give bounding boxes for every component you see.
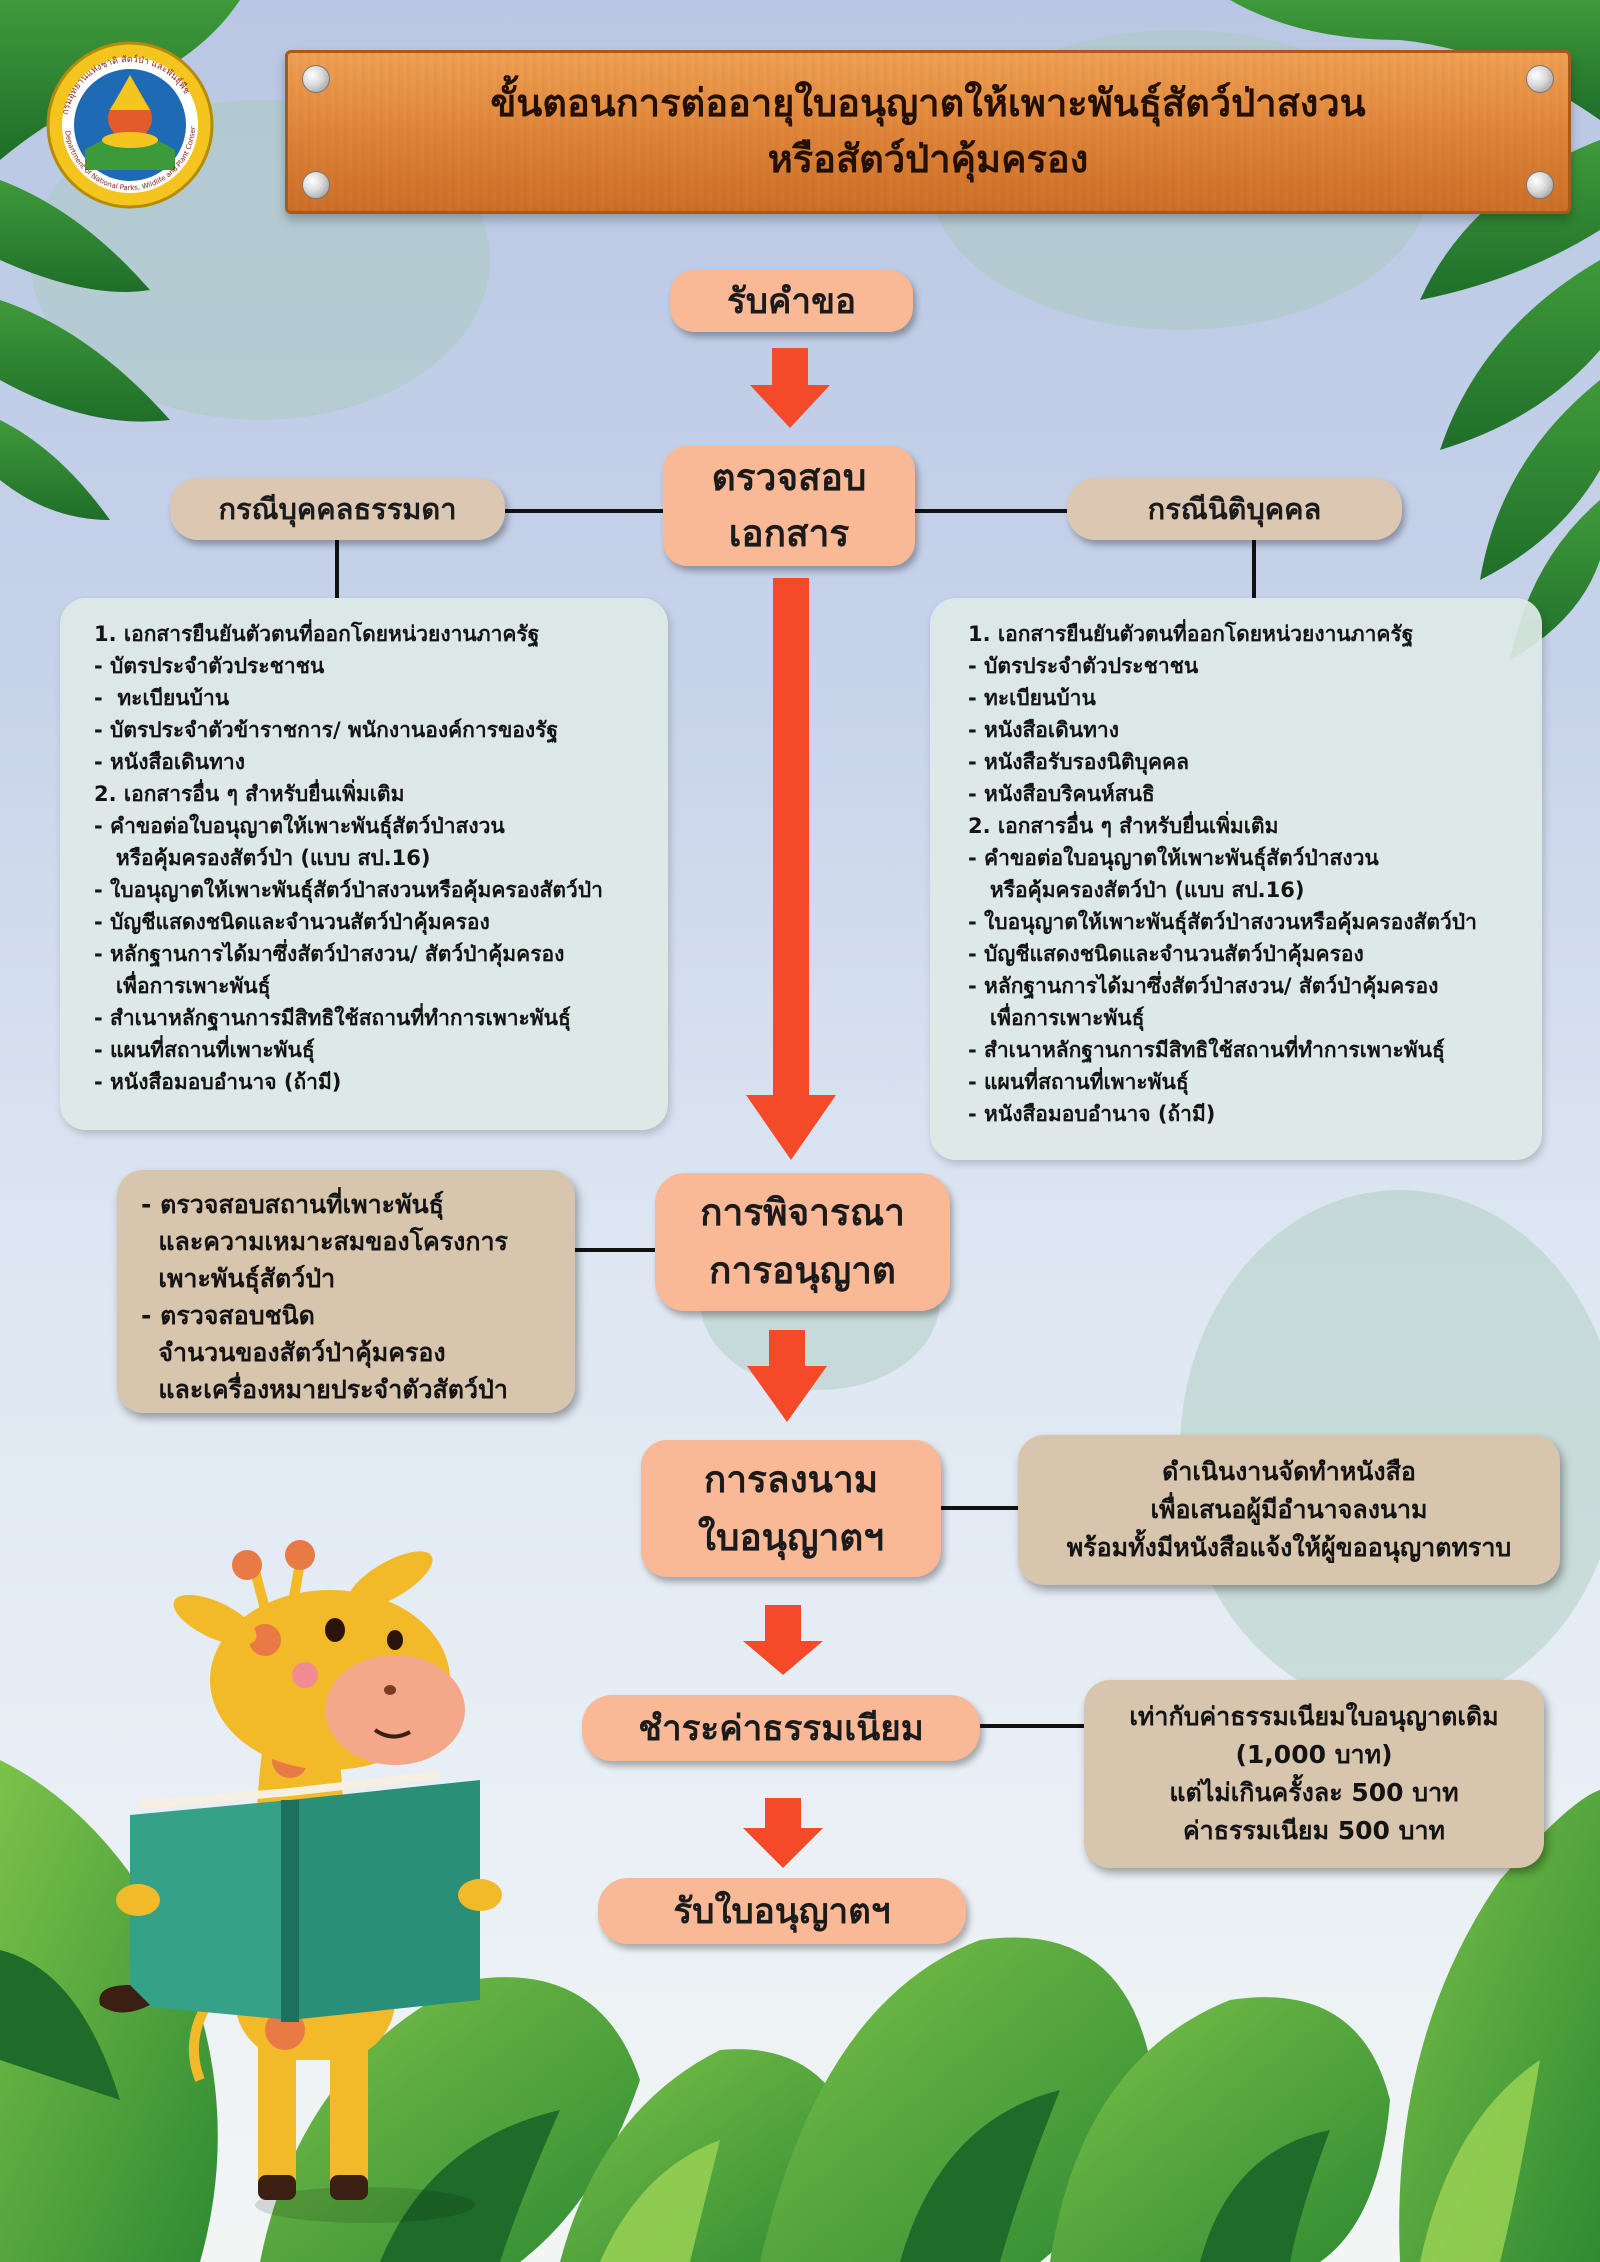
arrow-down-icon: [743, 1605, 823, 1675]
document-list-item: 1. เอกสารยืนยันตัวตนที่ออกโดยหน่วยงานภาค…: [968, 622, 1414, 646]
step-consideration: การพิจารณา การอนุญาต: [655, 1173, 950, 1311]
step-label: รับคำขอ: [726, 281, 857, 322]
signing-detail-box: ดำเนินงานจัดทำหนังสือเพื่อเสนอผู้มีอำนาจ…: [1018, 1435, 1560, 1585]
step-label-line1: การลงนาม: [703, 1457, 879, 1501]
consideration-detail-line: และเครื่องหมายประจำตัวสัตว์ป่า: [141, 1375, 508, 1404]
consideration-detail-box: - ตรวจสอบสถานที่เพาะพันธุ์ และความเหมาะส…: [117, 1170, 575, 1413]
step-check-documents: ตรวจสอบ เอกสาร: [663, 446, 915, 566]
department-seal-logo: กรมอุทยานแห่งชาติ สัตว์ป่า และพันธุ์พืช …: [45, 40, 214, 209]
connector-line: [1252, 540, 1256, 598]
document-list-item: หรือคุ้มครองสัตว์ป่า (แบบ สป.16): [94, 846, 431, 870]
document-list-item: 2. เอกสารอื่น ๆ สำหรับยื่นเพิ่มเติม: [968, 814, 1279, 838]
document-list-item: - บัญชีแสดงชนิดและจำนวนสัตว์ป่าคุ้มครอง: [968, 942, 1364, 966]
page-title-line1: ขั้นตอนการต่ออายุใบอนุญาตให้เพาะพันธุ์สั…: [490, 81, 1366, 125]
document-list-item: - หนังสือเดินทาง: [968, 718, 1119, 742]
consideration-detail-line: - ตรวจสอบสถานที่เพาะพันธุ์: [141, 1190, 444, 1219]
document-list-item: 2. เอกสารอื่น ๆ สำหรับยื่นเพิ่มเติม: [94, 782, 405, 806]
connector-line: [915, 509, 1067, 513]
juristic-documents-list: 1. เอกสารยืนยันตัวตนที่ออกโดยหน่วยงานภาค…: [930, 598, 1542, 1160]
document-list-item: - บัตรประจำตัวประชาชน: [94, 654, 325, 678]
fee-detail-line: ค่าธรรมเนียม 500 บาท: [1182, 1816, 1446, 1845]
document-list-item: - บัตรประจำตัวประชาชน: [968, 654, 1199, 678]
step-label: รับใบอนุญาตฯ: [673, 1891, 891, 1932]
document-list-item: เพื่อการเพาะพันธุ์: [968, 1006, 1145, 1030]
fee-detail-box: เท่ากับค่าธรรมเนียมใบอนุญาตเดิม (1,000 บา…: [1084, 1680, 1544, 1868]
case-label-text: กรณีบุคคลธรรมดา: [218, 492, 457, 526]
fee-detail-line: แต่ไม่เกินครั้งละ 500 บาท: [1169, 1778, 1459, 1807]
arrow-down-icon: [746, 578, 836, 1160]
document-list-item: - บัตรประจำตัวข้าราชการ/ พนักงานองค์การข…: [94, 718, 559, 742]
document-list-item: - สำเนาหลักฐานการมีสิทธิใช้สถานที่ทำการเ…: [968, 1038, 1445, 1062]
page-title: ขั้นตอนการต่ออายุใบอนุญาตให้เพาะพันธุ์สั…: [288, 75, 1568, 187]
nail-icon: [1526, 65, 1554, 93]
nail-icon: [302, 171, 330, 199]
step-receive-request: รับคำขอ: [670, 270, 913, 332]
step-label-line1: ตรวจสอบ: [711, 456, 867, 499]
connector-line: [940, 1506, 1020, 1510]
connector-line: [505, 509, 665, 513]
connector-line: [980, 1724, 1084, 1728]
step-label-line2: เอกสาร: [728, 512, 850, 555]
fee-detail-line: เท่ากับค่าธรรมเนียมใบอนุญาตเดิม: [1129, 1702, 1499, 1731]
fee-detail-line: (1,000 บาท): [1235, 1740, 1393, 1769]
document-list-item: - หลักฐานการได้มาซึ่งสัตว์ป่าสงวน/ สัตว์…: [94, 942, 565, 966]
step-label: ชำระค่าธรรมเนียม: [638, 1708, 924, 1749]
individual-documents-list: 1. เอกสารยืนยันตัวตนที่ออกโดยหน่วยงานภาค…: [60, 598, 668, 1130]
document-list-item: - หนังสือเดินทาง: [94, 750, 245, 774]
signing-detail-line: พร้อมทั้งมีหนังสือแจ้งให้ผู้ขออนุญาตทราบ: [1066, 1533, 1512, 1562]
document-list-item: - หนังสือมอบอำนาจ (ถ้ามี): [968, 1102, 1216, 1126]
step-label-line2: การอนุญาต: [709, 1249, 896, 1292]
consideration-detail-line: เพาะพันธุ์สัตว์ป่า: [141, 1264, 336, 1293]
document-list-item: - หลักฐานการได้มาซึ่งสัตว์ป่าสงวน/ สัตว์…: [968, 974, 1439, 998]
document-list-item: เพื่อการเพาะพันธุ์: [94, 974, 271, 998]
arrow-down-icon: [747, 1330, 827, 1422]
document-list-item: - หนังสือบริคนห์สนธิ: [968, 782, 1155, 806]
step-pay-fee: ชำระค่าธรรมเนียม: [582, 1695, 980, 1761]
document-list-item: - หนังสือรับรองนิติบุคคล: [968, 750, 1189, 774]
case-label-text: กรณีนิติบุคคล: [1147, 492, 1322, 526]
document-list-item: - แผนที่สถานที่เพาะพันธุ์: [94, 1038, 315, 1062]
document-list-item: 1. เอกสารยืนยันตัวตนที่ออกโดยหน่วยงานภาค…: [94, 622, 540, 646]
nail-icon: [1526, 171, 1554, 199]
consideration-detail-line: จำนวนของสัตว์ป่าคุ้มครอง: [141, 1338, 446, 1367]
document-list-item: - ใบอนุญาตให้เพาะพันธุ์สัตว์ป่าสงวนหรือค…: [968, 910, 1477, 934]
case-juristic-label: กรณีนิติบุคคล: [1067, 478, 1402, 540]
document-list-item: - แผนที่สถานที่เพาะพันธุ์: [968, 1070, 1189, 1094]
title-banner: ขั้นตอนการต่ออายุใบอนุญาตให้เพาะพันธุ์สั…: [285, 50, 1571, 214]
document-list-item: - ทะเบียนบ้าน: [968, 686, 1096, 710]
connector-line: [575, 1248, 655, 1252]
signing-detail-line: เพื่อเสนอผู้มีอำนาจลงนาม: [1150, 1495, 1428, 1524]
step-receive-license: รับใบอนุญาตฯ: [598, 1878, 966, 1944]
nail-icon: [302, 65, 330, 93]
document-list-item: - หนังสือมอบอำนาจ (ถ้ามี): [94, 1070, 342, 1094]
document-list-item: หรือคุ้มครองสัตว์ป่า (แบบ สป.16): [968, 878, 1305, 902]
document-list-item: - คำขอต่อใบอนุญาตให้เพาะพันธุ์สัตว์ป่าสง…: [94, 814, 505, 838]
arrow-down-icon: [750, 348, 830, 428]
case-individual-label: กรณีบุคคลธรรมดา: [170, 478, 505, 540]
page-title-line2: หรือสัตว์ป่าคุ้มครอง: [767, 137, 1089, 181]
step-label-line1: การพิจารณา: [700, 1191, 905, 1234]
consideration-detail-line: และความเหมาะสมของโครงการ: [141, 1227, 508, 1256]
document-list-item: - ทะเบียนบ้าน: [94, 686, 230, 710]
consideration-detail-line: - ตรวจสอบชนิด: [141, 1301, 315, 1330]
step-signing: การลงนาม ใบอนุญาตฯ: [641, 1440, 941, 1577]
step-label-line2: ใบอนุญาตฯ: [697, 1515, 885, 1559]
document-list-item: - ใบอนุญาตให้เพาะพันธุ์สัตว์ป่าสงวนหรือค…: [94, 878, 603, 902]
document-list-item: - คำขอต่อใบอนุญาตให้เพาะพันธุ์สัตว์ป่าสง…: [968, 846, 1379, 870]
connector-line: [335, 540, 339, 598]
signing-detail-line: ดำเนินงานจัดทำหนังสือ: [1162, 1457, 1416, 1486]
arrow-down-icon: [743, 1798, 823, 1868]
document-list-item: - สำเนาหลักฐานการมีสิทธิใช้สถานที่ทำการเ…: [94, 1006, 571, 1030]
document-list-item: - บัญชีแสดงชนิดและจำนวนสัตว์ป่าคุ้มครอง: [94, 910, 490, 934]
